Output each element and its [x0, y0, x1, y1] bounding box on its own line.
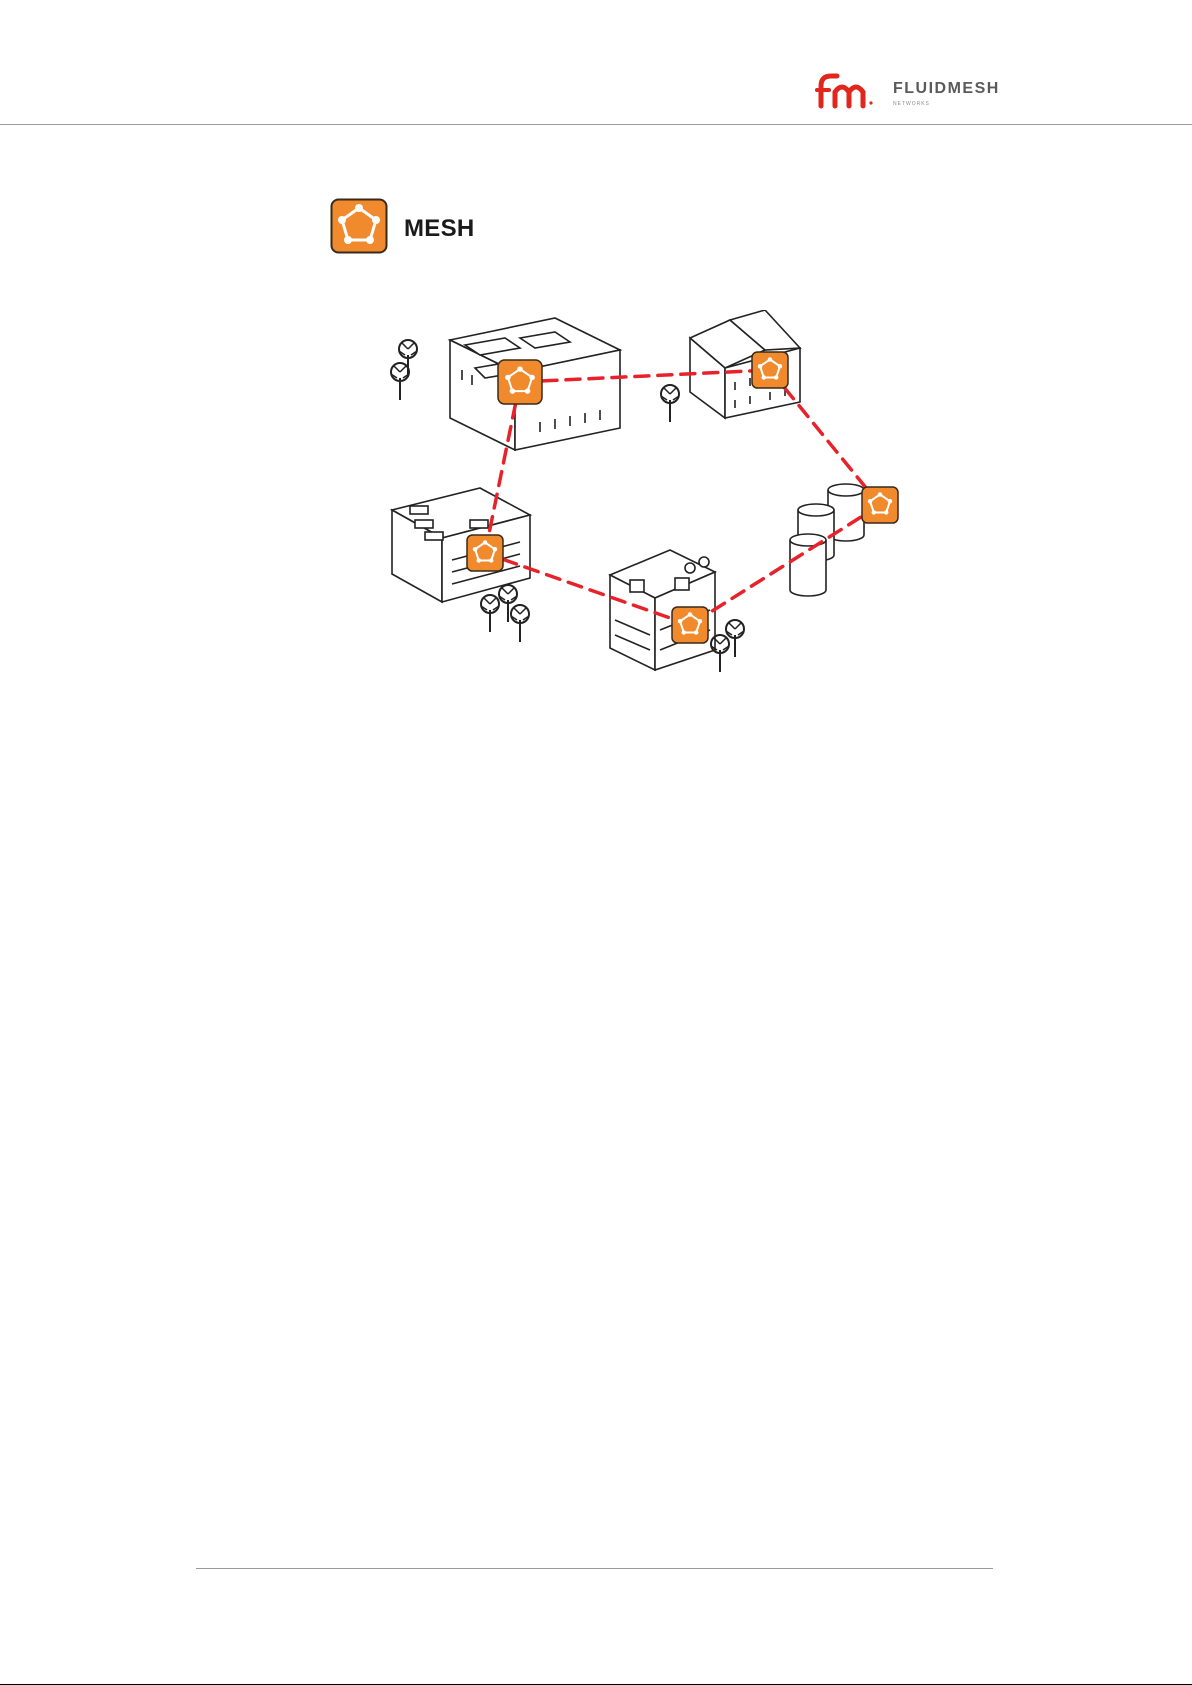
- header-divider: [0, 124, 1192, 125]
- mesh-node-top-right-building: [752, 352, 788, 388]
- mesh-node-left-building: [467, 535, 503, 571]
- logo-wordmark: FLUIDMESH: [893, 80, 1000, 98]
- link-top-right-to-tanks: [770, 370, 880, 505]
- link-tanks-to-bottom: [690, 505, 880, 625]
- fm-logo-mark-icon: [815, 72, 889, 112]
- mesh-node-top-left-building: [498, 360, 542, 404]
- logo-subtitle: NETWORKS: [893, 101, 930, 107]
- mesh-node-bottom-building: [672, 607, 708, 643]
- brand-logo: FLUIDMESH NETWORKS: [815, 72, 1000, 112]
- mesh-pentagon-icon: [330, 198, 388, 254]
- mesh-network-diagram: [370, 310, 940, 730]
- storage-tanks: [790, 484, 864, 596]
- footer-divider: [196, 1568, 993, 1569]
- mesh-node-tanks: [862, 487, 898, 523]
- section-title: MESH: [404, 215, 475, 243]
